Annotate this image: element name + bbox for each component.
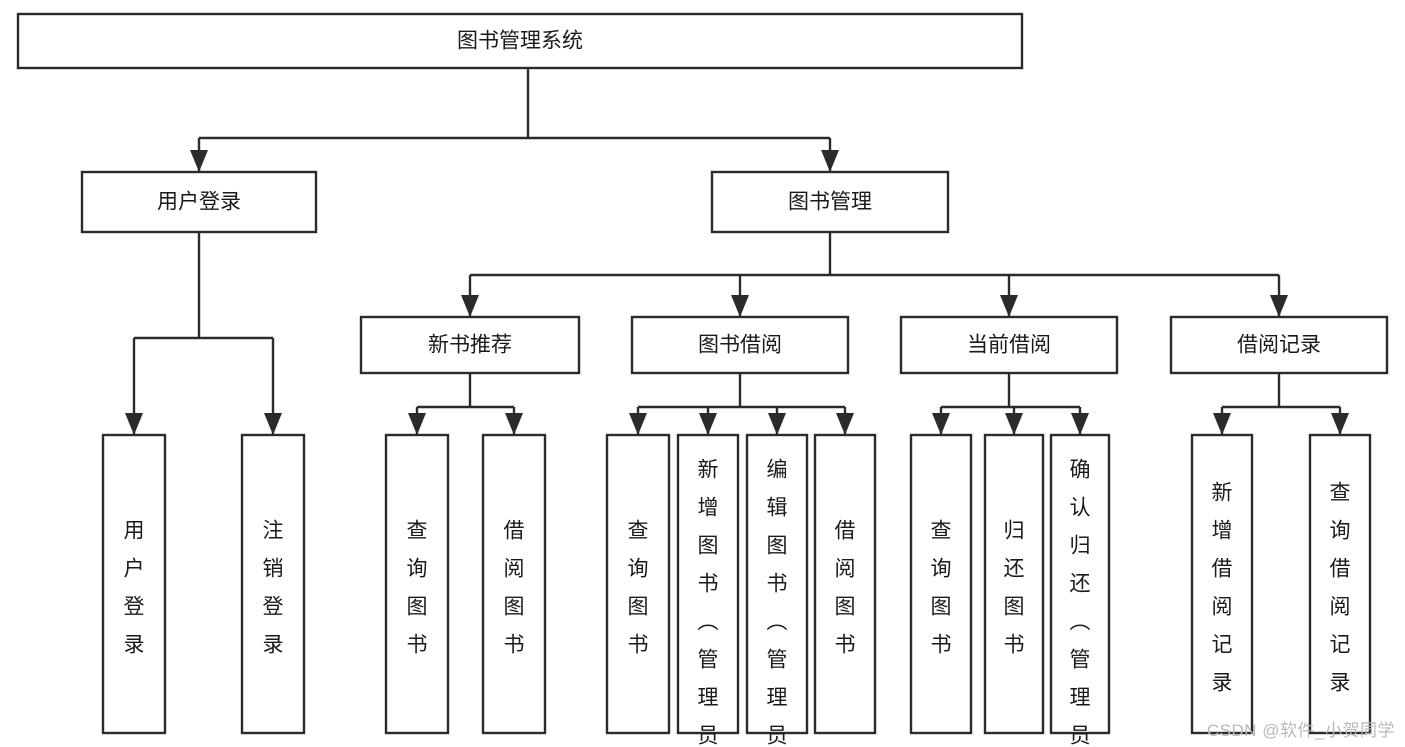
leaf-node-2[interactable]: 查询图书: [384, 433, 450, 735]
leaf-node-box[interactable]: [1049, 433, 1111, 735]
arrow-head-icon: [1000, 295, 1018, 317]
leaf-node-label: 注销登录: [263, 520, 284, 657]
leaf-node-label: 新增借阅记录: [1212, 482, 1233, 695]
root-node-0[interactable]: 图书管理系统: [16, 12, 1024, 70]
leaf-node-box[interactable]: [240, 433, 306, 735]
arrow-head-icon: [505, 413, 523, 435]
leaf-node-label: 查询图书: [407, 520, 428, 657]
leaf-node-10[interactable]: 确认归还︵管理员︶: [1049, 433, 1111, 747]
level2-node-label: 图书管理: [788, 191, 872, 214]
level3-node-box[interactable]: [1169, 315, 1389, 375]
level3-node-3[interactable]: 借阅记录: [1169, 315, 1389, 375]
arrow-head-icon: [461, 295, 479, 317]
leaf-node-9[interactable]: 归还图书: [983, 433, 1045, 735]
leaf-node-5[interactable]: 新增图书︵管理员︶: [676, 433, 740, 747]
leaf-node-label: 查询图书: [931, 520, 952, 657]
level3-node-0[interactable]: 新书推荐: [359, 315, 581, 375]
arrow-head-icon: [1213, 413, 1231, 435]
leaf-node-box[interactable]: [1190, 433, 1254, 735]
level3-node-label: 新书推荐: [428, 334, 512, 357]
leaf-node-label: 查询借阅记录: [1330, 482, 1351, 695]
arrow-head-icon: [821, 150, 839, 172]
leaf-node-box[interactable]: [909, 433, 973, 735]
arrow-head-icon: [1005, 413, 1023, 435]
arrow-head-icon: [768, 413, 786, 435]
level3-node-label: 借阅记录: [1237, 334, 1321, 357]
level2-node-box[interactable]: [710, 170, 950, 234]
leaf-node-box[interactable]: [745, 433, 809, 735]
arrow-head-icon: [1270, 295, 1288, 317]
arrow-head-icon: [932, 413, 950, 435]
leaf-node-box[interactable]: [101, 433, 167, 735]
arrow-head-icon: [1331, 413, 1349, 435]
leaf-node-label: 新增图书︵管理员︶: [698, 459, 719, 747]
arrow-head-icon: [836, 413, 854, 435]
level3-node-box[interactable]: [359, 315, 581, 375]
level3-node-2[interactable]: 当前借阅: [899, 315, 1119, 375]
leaf-node-label: 确认归还︵管理员︶: [1070, 459, 1091, 747]
leaf-node-box[interactable]: [605, 433, 671, 735]
leaf-node-11[interactable]: 新增借阅记录: [1190, 433, 1254, 735]
level3-node-1[interactable]: 图书借阅: [630, 315, 850, 375]
arrow-head-icon: [190, 150, 208, 172]
leaf-node-label: 查询图书: [628, 520, 649, 657]
root-node-label: 图书管理系统: [457, 30, 583, 53]
leaf-node-box[interactable]: [481, 433, 547, 735]
leaf-node-label: 借阅图书: [835, 520, 856, 657]
arrow-head-icon: [1071, 413, 1089, 435]
leaf-node-3[interactable]: 借阅图书: [481, 433, 547, 735]
arrow-head-icon: [125, 413, 143, 435]
leaf-node-box[interactable]: [1308, 433, 1372, 735]
leaf-node-label: 编辑图书︵管理员︶: [767, 459, 788, 747]
leaf-node-box[interactable]: [983, 433, 1045, 735]
leaf-node-0[interactable]: 用户登录: [101, 433, 167, 735]
leaf-node-label: 借阅图书: [504, 520, 525, 657]
connectors-layer: [125, 68, 1349, 435]
arrow-head-icon: [629, 413, 647, 435]
level2-node-1[interactable]: 图书管理: [710, 170, 950, 234]
leaf-node-label: 用户登录: [124, 520, 145, 657]
leaf-node-8[interactable]: 查询图书: [909, 433, 973, 735]
leaf-node-box[interactable]: [384, 433, 450, 735]
leaf-node-6[interactable]: 编辑图书︵管理员︶: [745, 433, 809, 747]
arrow-head-icon: [264, 413, 282, 435]
level3-node-box[interactable]: [899, 315, 1119, 375]
level2-node-label: 用户登录: [157, 191, 241, 214]
leaf-node-box[interactable]: [676, 433, 740, 735]
level3-node-label: 当前借阅: [967, 334, 1051, 357]
level2-node-0[interactable]: 用户登录: [80, 170, 318, 234]
leaf-node-7[interactable]: 借阅图书: [813, 433, 877, 735]
arrow-head-icon: [731, 295, 749, 317]
leaf-node-box[interactable]: [813, 433, 877, 735]
leaf-node-label: 归还图书: [1004, 520, 1025, 657]
watermark-text: CSDN @软件_小贺同学: [1206, 721, 1395, 740]
root-node-box[interactable]: [16, 12, 1024, 70]
leaf-node-4[interactable]: 查询图书: [605, 433, 671, 735]
arrow-head-icon: [408, 413, 426, 435]
level3-node-label: 图书借阅: [698, 334, 782, 357]
level3-node-box[interactable]: [630, 315, 850, 375]
leaf-node-12[interactable]: 查询借阅记录: [1308, 433, 1372, 735]
nodes-layer: 图书管理系统用户登录图书管理新书推荐图书借阅当前借阅借阅记录用户登录注销登录查询…: [16, 12, 1389, 747]
arrow-head-icon: [699, 413, 717, 435]
leaf-node-1[interactable]: 注销登录: [240, 433, 306, 735]
level2-node-box[interactable]: [80, 170, 318, 234]
